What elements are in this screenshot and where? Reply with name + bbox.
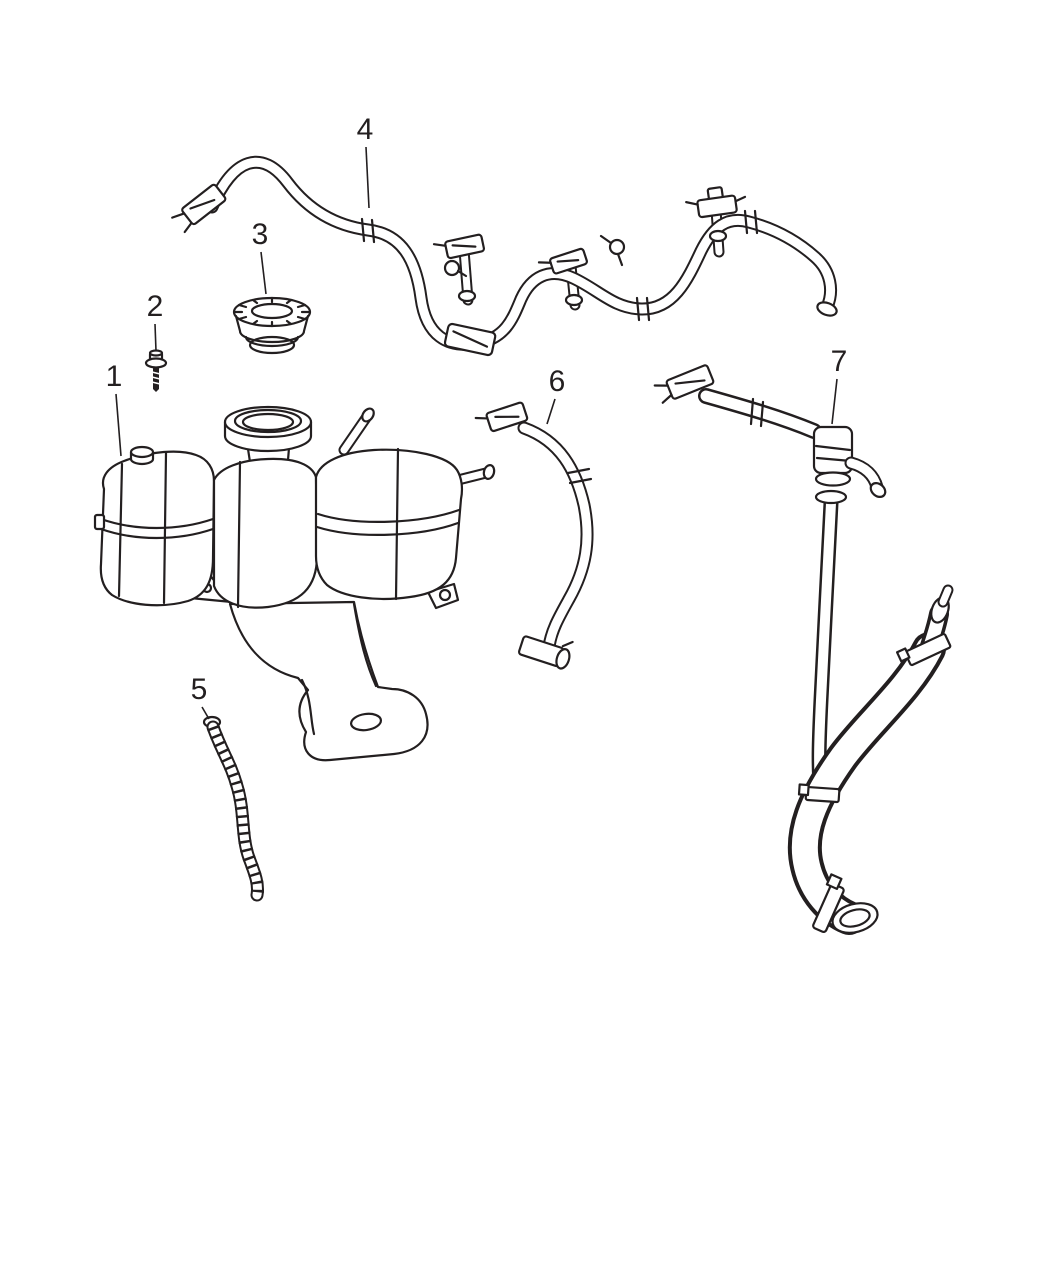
- hose-clamp: [814, 489, 848, 505]
- callout-7-label: 7: [831, 345, 848, 378]
- callouts: 1 2 3 4 5 6 7: [106, 113, 848, 720]
- callout-4-label: 4: [357, 113, 374, 146]
- callout-2-label: 2: [147, 290, 164, 323]
- quick-connect-fitting: [432, 233, 485, 260]
- bleed-nub: [129, 445, 155, 466]
- callout-2: 2: [147, 290, 164, 352]
- sensor-connector: [443, 259, 468, 278]
- side-port-fitting: [869, 482, 887, 498]
- strap-clamp: [93, 513, 106, 531]
- tank-center-chamber: [212, 457, 319, 609]
- leader-line: [831, 378, 838, 425]
- quick-connect-fitting: [474, 401, 529, 433]
- hose-junction-fitting: [443, 322, 497, 357]
- hose-port: [361, 407, 375, 423]
- leader-line: [115, 393, 122, 457]
- hose-collar-marks: [749, 397, 765, 428]
- hose-clamp: [708, 229, 728, 243]
- callout-1: 1: [106, 360, 123, 457]
- callout-3-label: 3: [252, 218, 269, 251]
- callout-7: 7: [831, 345, 848, 425]
- hose-clamp: [812, 873, 845, 933]
- sensor-connector: [599, 234, 626, 267]
- callout-5: 5: [191, 673, 210, 720]
- hose-clamp: [895, 633, 952, 667]
- coolant-recovery-bottle: [93, 405, 496, 762]
- leader-line: [201, 706, 210, 720]
- callout-1-label: 1: [106, 360, 123, 393]
- filler-neck: [223, 405, 313, 453]
- quick-connect-fitting: [171, 183, 227, 234]
- mounting-bolt: [144, 349, 168, 392]
- leader-line: [546, 398, 556, 425]
- center-hose: [474, 401, 594, 670]
- callout-4: 4: [357, 113, 374, 209]
- leader-line: [365, 146, 370, 209]
- tee-fitting: [685, 186, 747, 219]
- callout-3: 3: [252, 218, 269, 295]
- hose-clamp: [564, 293, 584, 307]
- hose-clamp: [797, 783, 841, 804]
- hose-collar-marks: [360, 209, 759, 322]
- radiator-hose-assembly: [653, 364, 954, 935]
- bolt-shaft: [153, 367, 159, 392]
- tank-strap: [99, 508, 461, 540]
- leader-line: [260, 251, 267, 295]
- overflow-hose: [202, 715, 264, 902]
- callout-5-label: 5: [191, 673, 208, 706]
- pressure-cap: [232, 296, 312, 355]
- hose-collar-marks: [566, 467, 593, 485]
- upper-hose-assembly: [171, 155, 838, 357]
- quick-connect-fitting: [537, 247, 588, 275]
- callout-6: 6: [546, 365, 566, 425]
- callout-6-label: 6: [549, 365, 566, 398]
- leader-line: [154, 323, 157, 352]
- hose-end-fitting: [517, 635, 574, 670]
- hose-port: [482, 464, 496, 480]
- hose-clamp: [814, 471, 852, 487]
- mounting-bracket: [228, 600, 429, 762]
- tank-right-chamber: [314, 448, 464, 600]
- hose-clamp: [457, 289, 477, 303]
- quick-connect-fitting: [653, 364, 715, 404]
- hose-end-fitting: [816, 301, 838, 317]
- bracket-slot: [350, 712, 382, 732]
